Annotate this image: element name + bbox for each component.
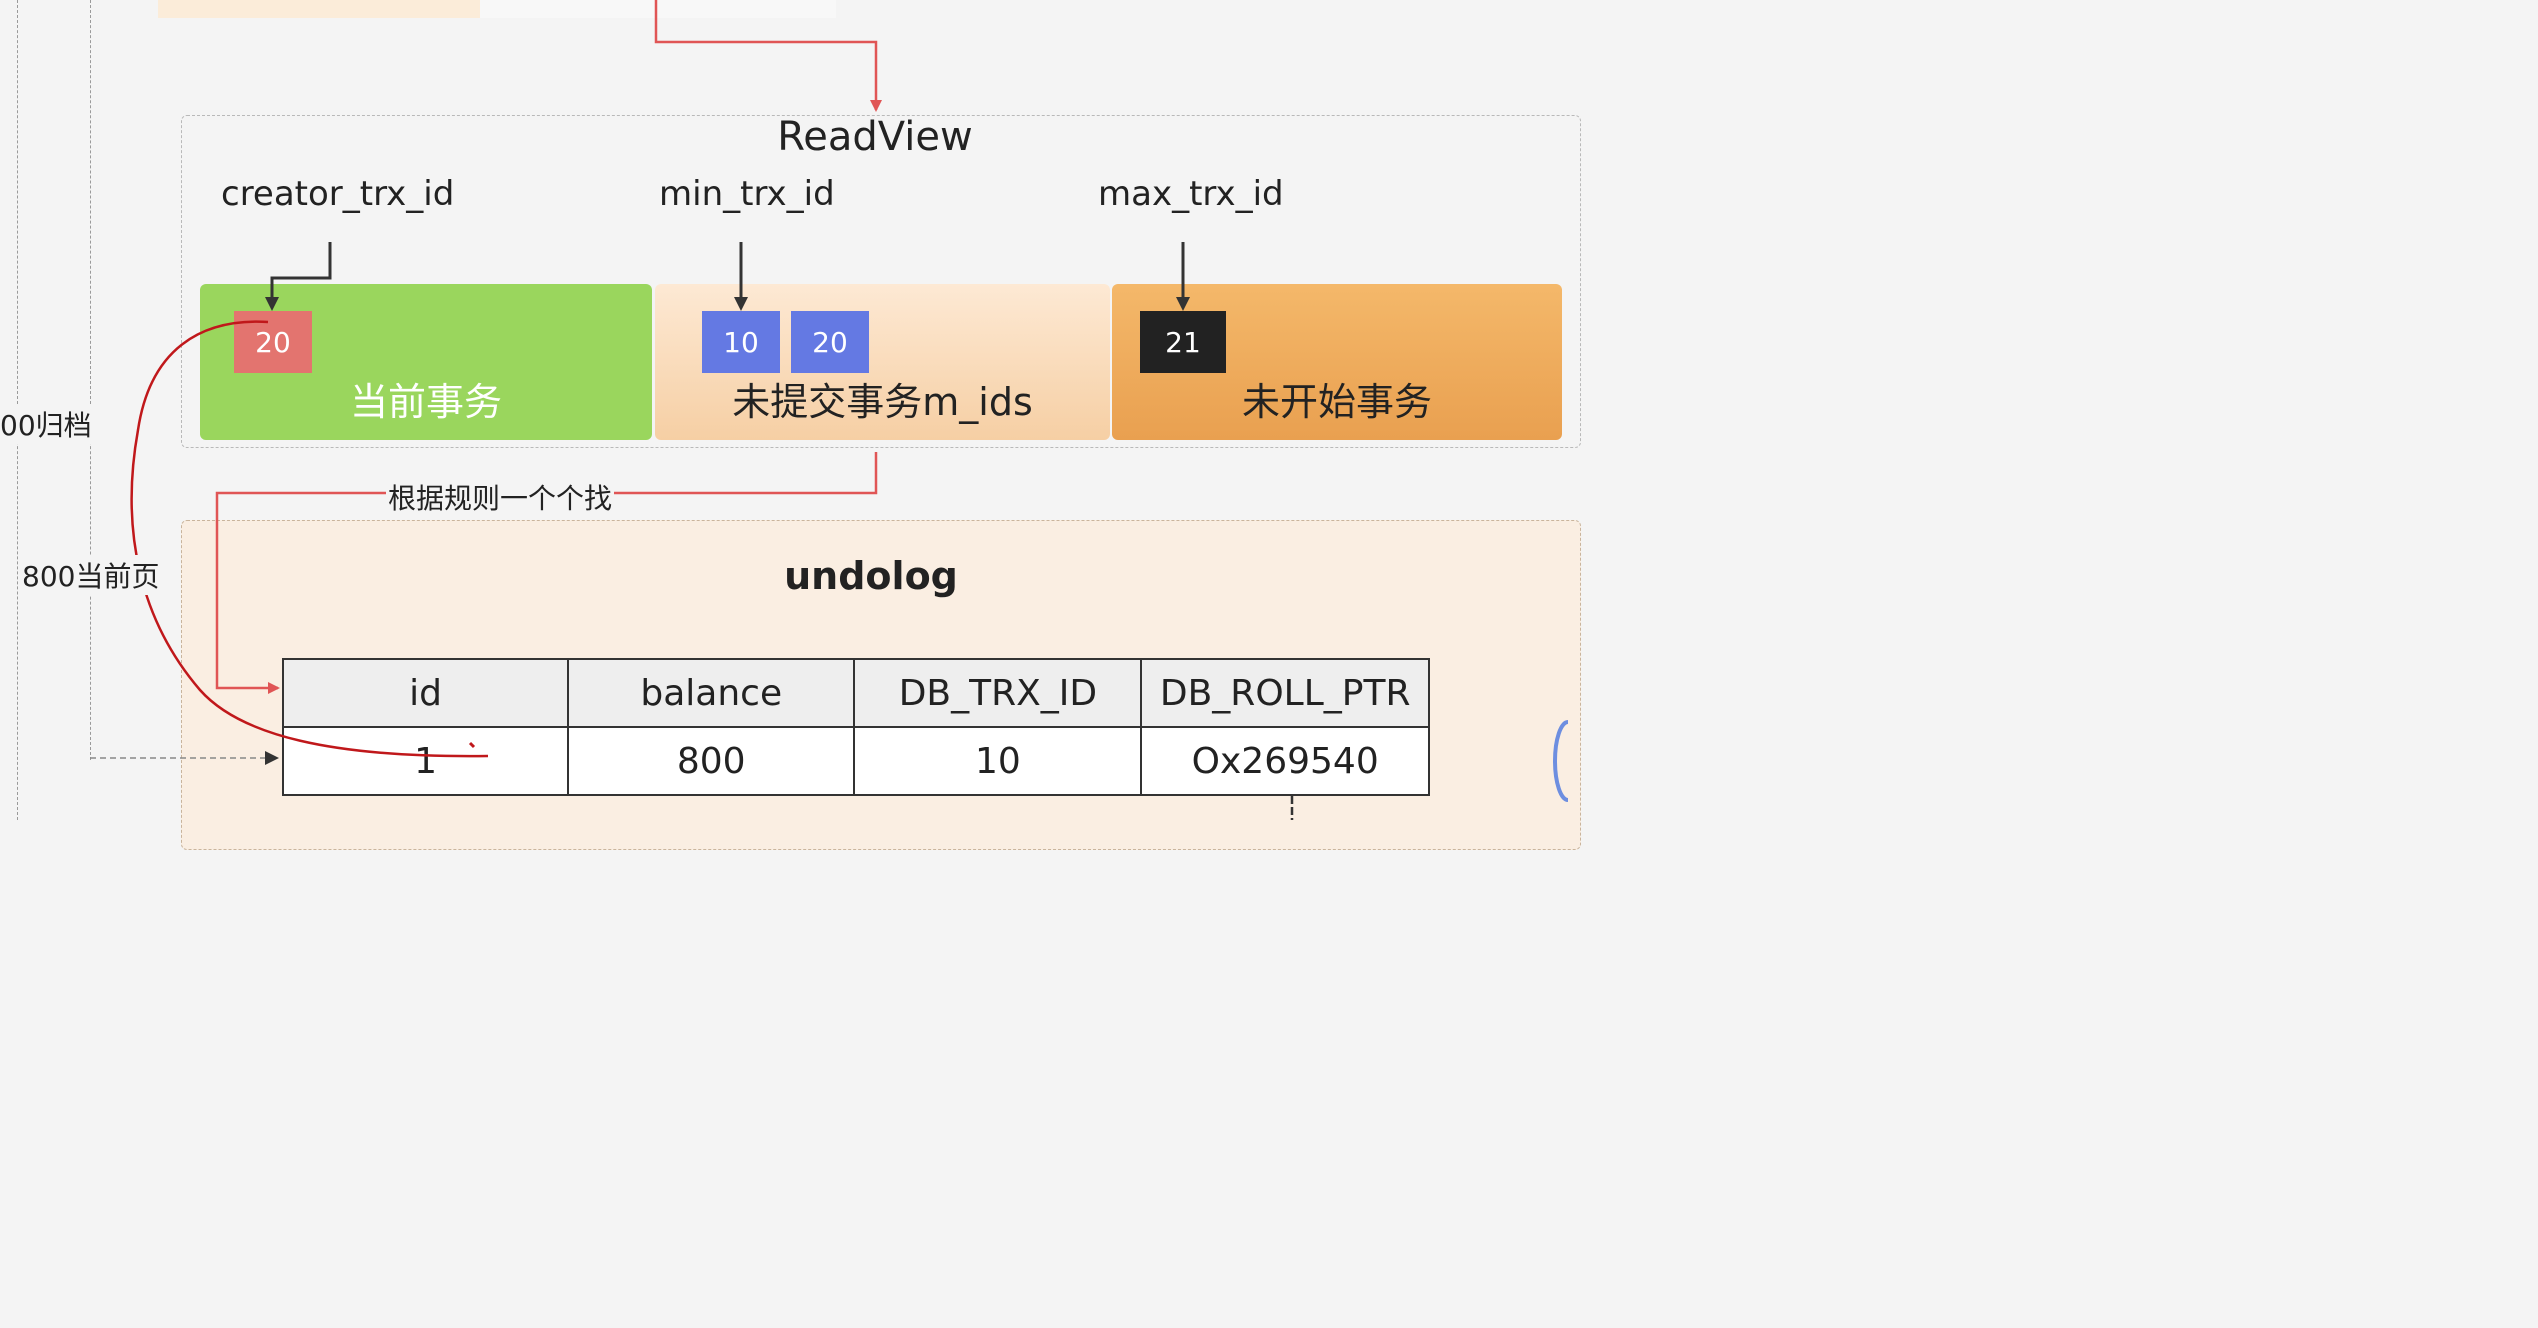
creator-trx-id-label: creator_trx_id [221,174,455,214]
max-id-tag: 21 [1140,311,1226,373]
table-header-cell: balance [567,658,856,728]
not-started-transactions-label: 未开始事务 [1241,380,1432,424]
table-header-cell: id [281,658,570,728]
m-id-tag: 10 [702,311,780,373]
handwritten-annotation [130,320,489,758]
undolog-title: undolog [784,554,958,598]
previous-box-right [480,0,836,18]
table-header-cell: DB_TRX_ID [853,658,1143,728]
archive-side-label: 00归档 [0,404,92,444]
uncommitted-transactions-label: 未提交事务m_ids [732,380,1033,424]
readview-input-arrow [654,0,882,112]
connector-layer [90,0,1568,820]
min-trx-id-label: min_trx_id [659,174,835,214]
previous-box-left [158,0,480,18]
table-cell: 1 [281,726,570,796]
rule-lookup-label: 根据规则一个个找 [386,477,615,517]
m-id-tag: 20 [791,311,869,373]
max-trx-id-label: max_trx_id [1098,174,1284,214]
table-row: 1 800 10 Ox269540 [281,726,1430,796]
table-cell: 800 [567,726,856,796]
creator-pointer-arrow [265,242,332,311]
table-cell: 10 [853,726,1143,796]
table-header-cell: DB_ROLL_PTR [1140,658,1430,728]
rule-lookup-arrow [215,452,878,694]
readview-title: ReadView [777,114,973,160]
pointer-guide-line [90,0,91,760]
readview-container [181,115,1581,448]
creator-id-tag: 20 [234,311,312,373]
current-page-side-label: 800当前页 [22,555,160,595]
current-transaction-label: 当前事务 [349,380,502,424]
edge-cursor-circle [1553,720,1568,802]
undolog-table: id balance DB_TRX_ID DB_ROLL_PTR 1 800 1… [281,658,1430,796]
table-cell: Ox269540 [1140,726,1430,796]
handwritten-mark [468,741,476,749]
table-header-row: id balance DB_TRX_ID DB_ROLL_PTR [281,658,1430,728]
